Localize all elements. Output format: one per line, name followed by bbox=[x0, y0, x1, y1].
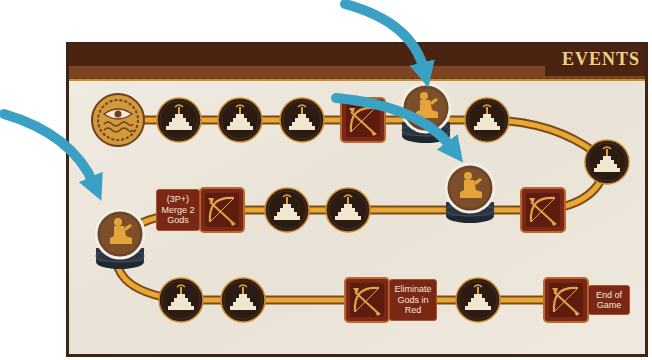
pointer-arrows bbox=[4, 4, 452, 184]
event-label: End of Game bbox=[591, 290, 627, 311]
event-label: (3P+) Merge 2 Gods bbox=[159, 194, 197, 225]
start-disc bbox=[92, 94, 144, 146]
event-label-box: (3P+) Merge 2 Gods bbox=[156, 189, 200, 230]
board-title: EVENTS bbox=[562, 49, 640, 71]
event-label-box: Eliminate Gods in Red bbox=[389, 279, 437, 320]
event-label-box: End of Game bbox=[588, 285, 630, 316]
event-label: Eliminate Gods in Red bbox=[392, 284, 434, 315]
